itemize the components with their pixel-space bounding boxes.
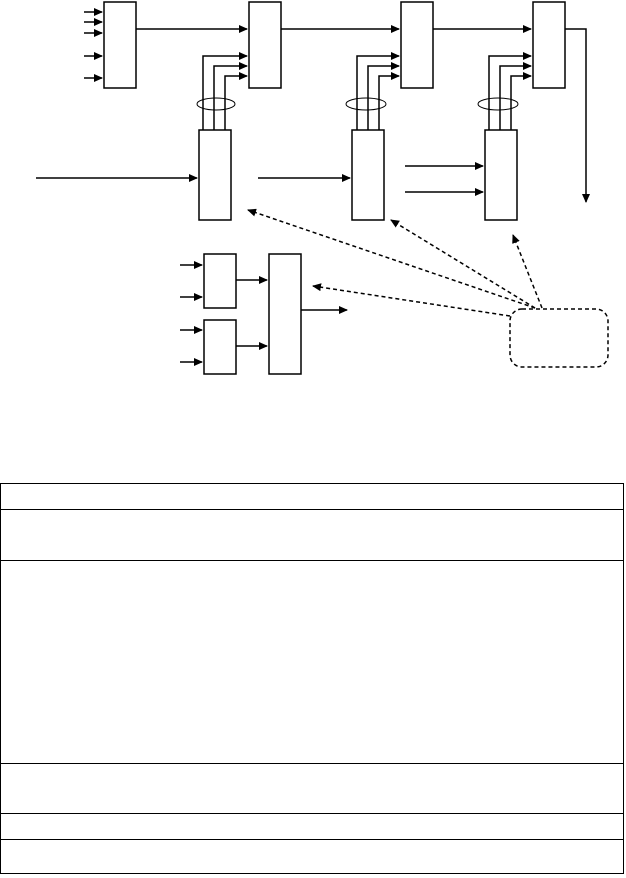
top-block-3 xyxy=(400,1,434,89)
table-row xyxy=(0,483,624,510)
middle-block-1 xyxy=(198,129,232,221)
top-block-4 xyxy=(532,1,566,89)
control-arrow xyxy=(512,234,543,309)
bus-line xyxy=(378,72,400,130)
middle-block-2 xyxy=(351,129,385,221)
bus-line xyxy=(499,62,532,130)
table-row xyxy=(0,839,624,874)
top-block-1 xyxy=(103,1,137,89)
middle-block-3 xyxy=(484,129,518,221)
table-row xyxy=(0,813,624,840)
bus-line xyxy=(367,62,400,130)
top-block-2 xyxy=(248,1,282,89)
block-diagram xyxy=(36,1,609,375)
bus-line xyxy=(356,52,400,130)
bottom-small-block-1 xyxy=(203,253,237,309)
bus-line xyxy=(510,72,532,130)
table-row xyxy=(0,763,624,814)
info-table xyxy=(0,483,624,874)
bus-ring xyxy=(196,97,236,111)
bus-ring xyxy=(345,97,387,111)
control-arrow xyxy=(247,208,536,309)
bottom-small-block-2 xyxy=(203,319,237,375)
bus-line xyxy=(224,72,248,130)
table-row xyxy=(0,560,624,764)
control-arrow xyxy=(312,283,511,317)
bus-line xyxy=(213,62,248,130)
output-arrow xyxy=(565,28,590,203)
table-row xyxy=(0,509,624,561)
controller-callout xyxy=(509,308,609,368)
bus-line xyxy=(488,52,532,130)
bottom-combiner-block xyxy=(268,253,302,375)
bus-line xyxy=(202,52,248,130)
control-arrow xyxy=(390,219,536,309)
bus-ring xyxy=(477,97,519,111)
